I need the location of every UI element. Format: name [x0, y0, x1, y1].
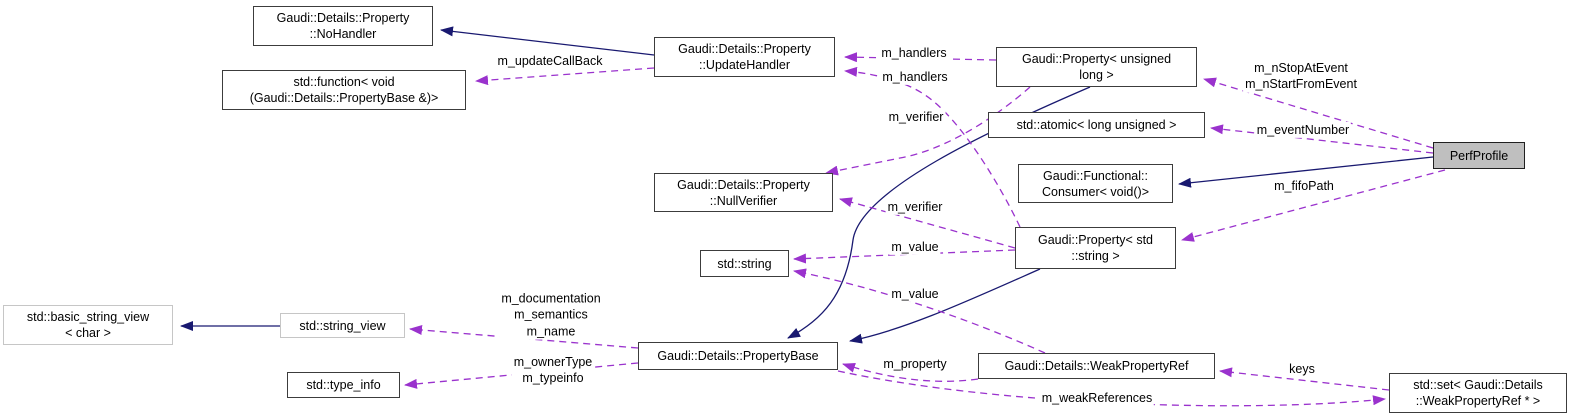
- node-std-set[interactable]: std::set< Gaudi::Details ::WeakPropertyR…: [1389, 373, 1567, 413]
- node-string-view[interactable]: std::string_view: [280, 313, 405, 338]
- node-perf-profile[interactable]: PerfProfile: [1433, 142, 1525, 169]
- edge-label-verifier-1: m_verifier: [886, 108, 946, 126]
- edge-label-value-2: m_value: [889, 285, 941, 303]
- edge-label-owner-typeinfo: m_ownerType m_typeinfo: [511, 353, 595, 387]
- node-update-handler[interactable]: Gaudi::Details::Property ::UpdateHandler: [654, 37, 835, 77]
- node-functional-consumer[interactable]: Gaudi::Functional:: Consumer< void()>: [1018, 164, 1173, 203]
- edge-label-keys: keys: [1287, 360, 1317, 378]
- edge-label-handlers-1: m_handlers: [879, 44, 949, 62]
- node-property-base[interactable]: Gaudi::Details::PropertyBase: [638, 342, 838, 370]
- edge-label-handlers-2: m_handlers: [880, 68, 950, 86]
- edge-label-property: m_property: [881, 355, 949, 373]
- node-basic-string-view[interactable]: std::basic_string_view < char >: [3, 305, 173, 345]
- edge-label-update-callback: m_updateCallBack: [495, 52, 605, 70]
- node-property-std-string[interactable]: Gaudi::Property< std ::string >: [1015, 227, 1176, 269]
- node-type-info[interactable]: std::type_info: [287, 372, 400, 398]
- node-std-string[interactable]: std::string: [700, 250, 789, 277]
- node-std-atomic[interactable]: std::atomic< long unsigned >: [988, 112, 1205, 138]
- edge-label-stop-start-event: m_nStopAtEvent m_nStartFromEvent: [1243, 59, 1359, 93]
- edge-label-event-number: m_eventNumber: [1254, 121, 1352, 139]
- edge-label-verifier-2: m_verifier: [885, 198, 945, 216]
- edge-label-doc-sem-name: m_documentation m_semantics m_name: [499, 290, 603, 340]
- edge-label-weak-references: m_weakReferences: [1039, 389, 1155, 407]
- node-std-function[interactable]: std::function< void (Gaudi::Details::Pro…: [222, 70, 466, 110]
- node-no-handler[interactable]: Gaudi::Details::Property ::NoHandler: [253, 6, 433, 46]
- node-weak-property-ref[interactable]: Gaudi::Details::WeakPropertyRef: [978, 353, 1215, 379]
- edge-label-fifo-path: m_fifoPath: [1272, 177, 1336, 195]
- edge-label-value-1: m_value: [889, 238, 941, 256]
- node-property-unsigned-long[interactable]: Gaudi::Property< unsigned long >: [996, 47, 1197, 87]
- node-null-verifier[interactable]: Gaudi::Details::Property ::NullVerifier: [654, 173, 833, 212]
